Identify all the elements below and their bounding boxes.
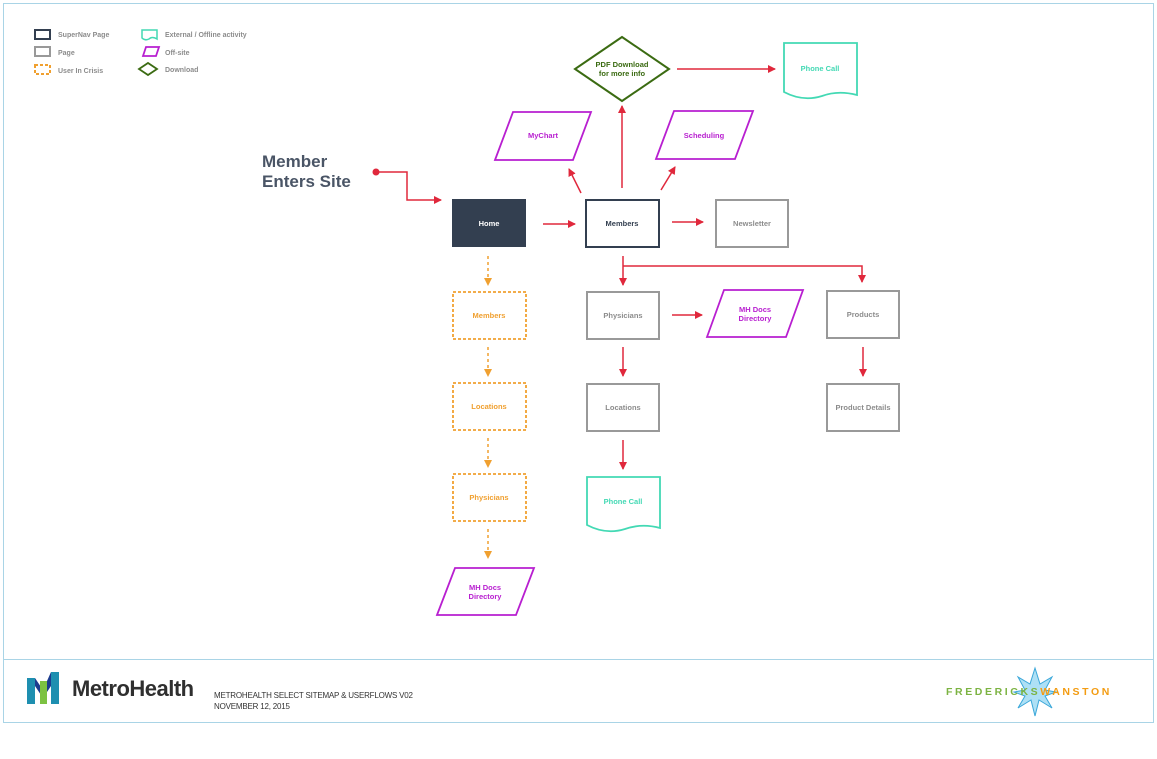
document-title-line1: METROHEALTH SELECT SITEMAP & USERFLOWS V… <box>214 691 413 700</box>
red-arrows <box>543 65 867 470</box>
legend-supernav-icon <box>34 29 51 40</box>
diamond-shape <box>573 35 671 103</box>
metrohealth-logo-icon <box>27 672 59 704</box>
supernav-shape <box>585 199 660 248</box>
page-shape <box>715 199 789 248</box>
node-crisis-mh-docs-label-line1: MH Docs <box>469 583 501 592</box>
legend-supernav-label: SuperNav Page <box>58 32 109 39</box>
legend-download-label: Download <box>165 67 198 74</box>
fredericks-wanston-star-icon <box>1012 666 1058 717</box>
node-mychart-label: MyChart <box>528 131 559 140</box>
node-mh-docs-label-line1: MH Docs <box>739 305 771 314</box>
node-crisis-physicians[interactable]: Physicians <box>452 473 527 522</box>
node-product-details[interactable]: Product Details <box>826 383 900 432</box>
external-shape <box>783 42 858 100</box>
node-scheduling[interactable]: Scheduling <box>654 110 755 160</box>
node-mh-docs-label-line2: Directory <box>739 314 773 323</box>
legend-page-label: Page <box>58 50 75 57</box>
arrow-members-to-scheduling <box>660 166 676 191</box>
legend-offsite-icon <box>141 46 161 57</box>
entry-label: Member Enters Site <box>262 152 351 192</box>
node-crisis-locations[interactable]: Locations <box>452 382 527 431</box>
node-scheduling-label: Scheduling <box>684 131 725 140</box>
node-home-label: Home <box>479 219 500 228</box>
document-date: NOVEMBER 12, 2015 <box>214 702 290 711</box>
arrow-members-to-mychart <box>568 168 582 194</box>
document-title: METROHEALTH SELECT SITEMAP & USERFLOWS V… <box>214 690 413 712</box>
node-pdf-label-line2: for more info <box>599 69 646 78</box>
crisis-shape <box>452 291 527 340</box>
node-product-details-label: Product Details <box>835 403 890 412</box>
node-pdf-download[interactable]: PDF Download for more info <box>573 35 671 103</box>
agency-logo: FREDERICKSWANSTON <box>946 686 1112 698</box>
node-members[interactable]: Members <box>585 199 660 248</box>
legend-external-icon <box>141 29 158 41</box>
node-crisis-physicians-label: Physicians <box>469 493 508 502</box>
agency-logo-part1: FREDERICKS <box>946 686 1041 698</box>
node-pdf-label-line1: PDF Download <box>596 60 649 69</box>
node-crisis-mh-docs-directory[interactable]: MH Docs Directory <box>435 567 536 616</box>
node-crisis-mh-docs-label-line2: Directory <box>469 592 503 601</box>
node-phone-call-bottom[interactable]: Phone Call <box>586 476 661 533</box>
node-newsletter-label: Newsletter <box>733 219 771 228</box>
node-physicians-label: Physicians <box>603 311 642 320</box>
legend-external-label: External / Offline activity <box>165 32 247 39</box>
legend-page-icon <box>34 46 51 57</box>
page-shape <box>826 383 900 432</box>
legend-download-icon <box>137 61 159 77</box>
entry-label-line2: Enters Site <box>262 172 351 191</box>
entry-label-line1: Member <box>262 152 328 171</box>
arrow-entry-to-home <box>376 171 442 204</box>
legend-crisis-label: User In Crisis <box>58 68 103 75</box>
node-products-label: Products <box>847 310 880 319</box>
offsite-shape <box>654 110 755 160</box>
node-mh-docs-directory[interactable]: MH Docs Directory <box>705 289 805 338</box>
node-members-label: Members <box>606 219 639 228</box>
crisis-shape <box>452 473 527 522</box>
legend-crisis-icon <box>34 64 51 75</box>
offsite-shape <box>435 567 536 616</box>
node-locations-label: Locations <box>605 403 640 412</box>
legend-offsite-label: Off-site <box>165 50 190 57</box>
arrow-members-to-products <box>623 265 866 283</box>
page-shape <box>826 290 900 339</box>
offsite-shape <box>493 111 593 161</box>
node-physicians[interactable]: Physicians <box>586 291 660 340</box>
node-home[interactable]: Home <box>452 199 526 247</box>
node-crisis-members-label: Members <box>473 311 506 320</box>
node-newsletter[interactable]: Newsletter <box>715 199 789 248</box>
node-mychart[interactable]: MyChart <box>493 111 593 161</box>
supernav-shape <box>452 199 526 247</box>
node-phone-call-top-label: Phone Call <box>801 64 840 73</box>
legend: SuperNav Page Page User In Crisis Extern… <box>34 29 247 77</box>
footer-divider <box>3 659 1154 660</box>
metrohealth-brand: MetroHealth <box>72 676 194 701</box>
crisis-shape <box>452 382 527 431</box>
node-locations[interactable]: Locations <box>586 383 660 432</box>
node-phone-call-bottom-label: Phone Call <box>604 497 643 506</box>
page-shape <box>586 291 660 340</box>
page-shape <box>586 383 660 432</box>
external-shape <box>586 476 661 533</box>
page-frame <box>3 3 1154 723</box>
node-crisis-members[interactable]: Members <box>452 291 527 340</box>
node-phone-call-top[interactable]: Phone Call <box>783 42 858 100</box>
offsite-shape <box>705 289 805 338</box>
node-crisis-locations-label: Locations <box>471 402 506 411</box>
node-products[interactable]: Products <box>826 290 900 339</box>
agency-logo-part2: WANSTON <box>1040 686 1112 698</box>
